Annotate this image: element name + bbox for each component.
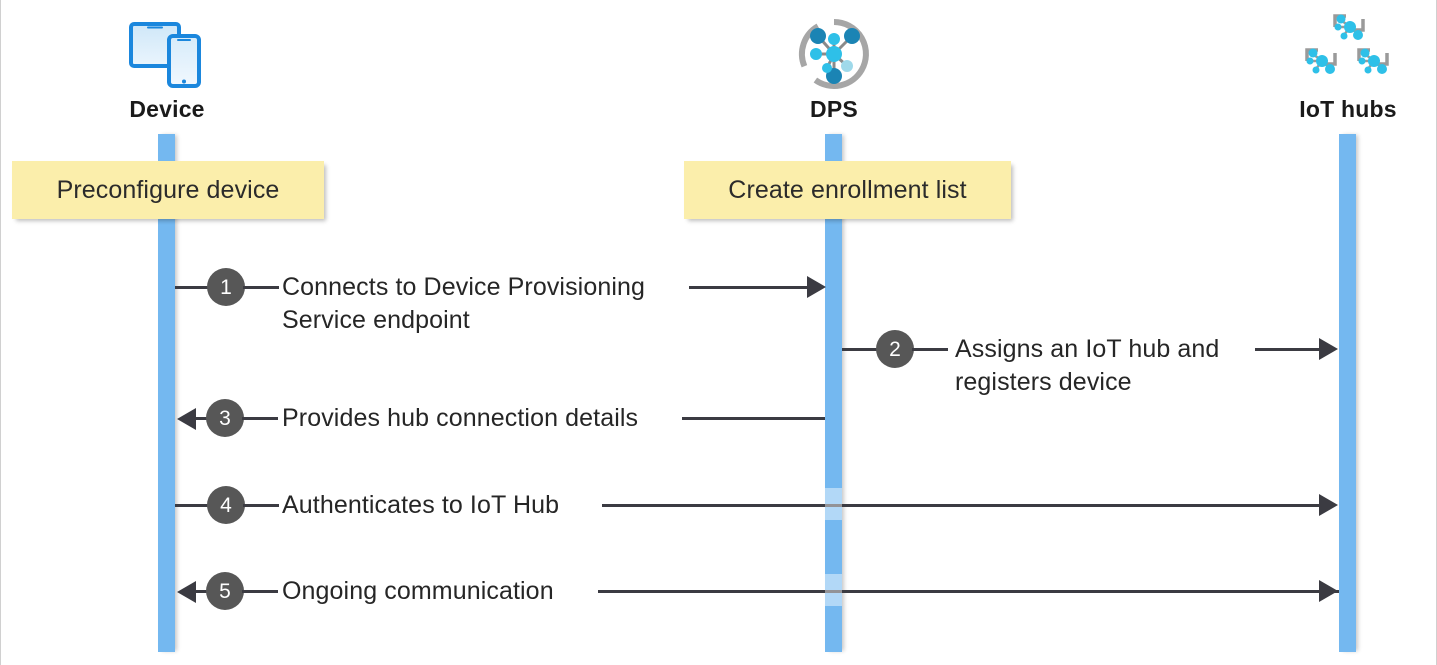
note-label: Create enrollment list [728, 175, 967, 204]
message-5-line-mid [242, 590, 278, 593]
message-4-badge: 4 [207, 486, 245, 524]
message-5-line-right [598, 590, 1339, 593]
message-4-line-left [175, 504, 219, 507]
message-2-number: 2 [889, 337, 901, 361]
devices-icon [67, 14, 267, 94]
message-1-line-left [175, 286, 219, 289]
message-5-badge: 5 [206, 572, 244, 610]
message-4-arrowhead [1319, 494, 1338, 516]
actor-label-dps: DPS [810, 96, 858, 122]
message-5-line-left [196, 590, 208, 593]
actor-dps: DPS [734, 14, 934, 123]
note-preconfigure-device: Preconfigure device [12, 161, 324, 219]
lifeline-dps [825, 134, 842, 652]
message-3-arrowhead [177, 408, 196, 430]
lifeline-device [158, 134, 175, 652]
message-1-arrowhead [807, 276, 826, 298]
actor-device: Device [67, 14, 267, 123]
note-create-enrollment-list: Create enrollment list [684, 161, 1011, 219]
message-3-number: 3 [219, 406, 231, 430]
message-1-label: Connects to Device Provisioning Service … [282, 273, 645, 334]
message-3-line-right [682, 417, 825, 420]
message-2-line-left [842, 348, 886, 351]
message-2-line-mid [912, 348, 948, 351]
message-2-arrowhead [1319, 338, 1338, 360]
message-2-badge: 2 [876, 330, 914, 368]
message-4-line-mid [243, 504, 279, 507]
actor-label-iot-hubs: IoT hubs [1299, 96, 1397, 122]
message-2-label: Assigns an IoT hub and registers device [955, 335, 1220, 396]
message-3-line-mid [242, 417, 278, 420]
message-3-label: Provides hub connection details [282, 404, 639, 432]
message-4-label: Authenticates to IoT Hub [282, 491, 560, 519]
note-label: Preconfigure device [56, 175, 280, 204]
message-5-arrowhead [177, 581, 196, 603]
message-4-lifeline-crossing [825, 488, 842, 520]
message-3-badge: 3 [206, 399, 244, 437]
message-1-number: 1 [220, 275, 232, 299]
message-5-number: 5 [219, 579, 231, 603]
actor-iot-hubs: IoT hubs [1248, 14, 1436, 123]
message-1-line-mid [243, 286, 279, 289]
message-5-arrowhead-right [1319, 580, 1338, 602]
message-2-line-right [1255, 348, 1319, 351]
message-5-label: Ongoing communication [282, 577, 554, 605]
message-3-line-left [196, 417, 208, 420]
dps-network-icon [734, 14, 934, 94]
message-4-number: 4 [220, 493, 232, 517]
message-4-line-right [602, 504, 1319, 507]
iot-hubs-icon [1248, 14, 1436, 94]
actor-label-device: Device [129, 96, 205, 122]
lifeline-iot-hubs [1339, 134, 1356, 652]
message-1-badge: 1 [207, 268, 245, 306]
message-1-line-right [689, 286, 807, 289]
message-5-lifeline-crossing [825, 574, 842, 606]
